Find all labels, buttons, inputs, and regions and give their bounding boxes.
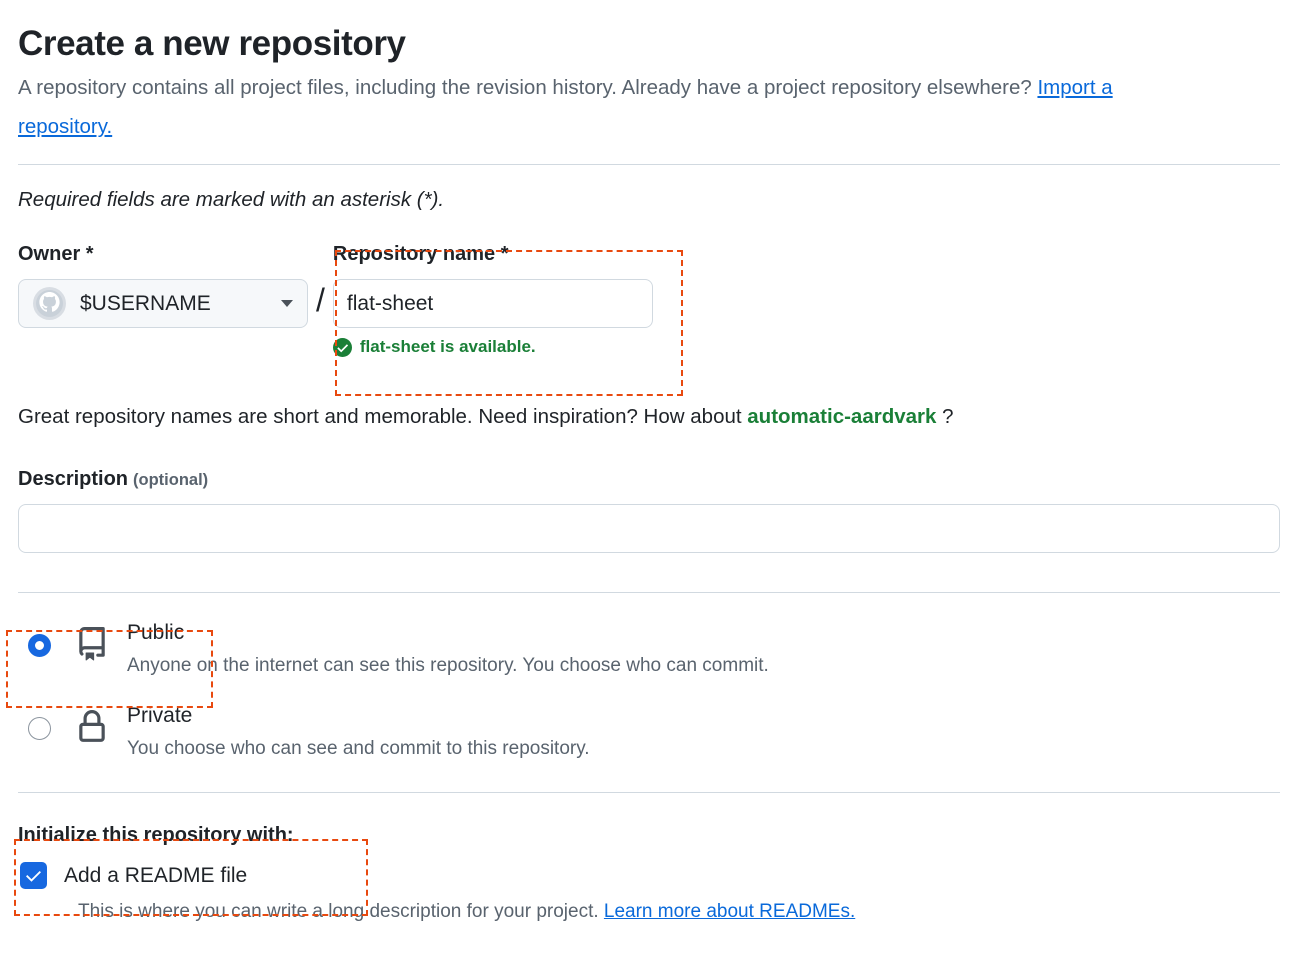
lock-icon xyxy=(75,710,109,749)
readme-checkbox-row[interactable]: Add a README file xyxy=(18,862,1280,890)
divider-description xyxy=(18,592,1280,594)
visibility-option-public[interactable]: Public Anyone on the internet can see th… xyxy=(18,619,1280,679)
visibility-private-title: Private xyxy=(127,704,193,728)
readme-description: This is where you can write a long descr… xyxy=(78,901,1280,923)
learn-more-readmes-link[interactable]: Learn more about READMEs. xyxy=(603,901,856,923)
visibility-private-description: You choose who can see and commit to thi… xyxy=(127,738,590,760)
owner-and-name-row: Owner * $USERNAME / Repository name * xyxy=(18,242,1280,357)
description-label-text: Description xyxy=(18,468,129,491)
description-optional-tag: (optional) xyxy=(133,471,209,490)
initialize-section-title: Initialize this repository with: xyxy=(18,824,294,847)
page-description: A repository contains all project files,… xyxy=(18,69,1208,147)
owner-value: $USERNAME xyxy=(80,291,211,315)
repository-name-label: Repository name * xyxy=(332,243,509,266)
checkbox-add-readme[interactable] xyxy=(20,862,47,890)
name-inspiration-line: Great repository names are short and mem… xyxy=(18,405,1280,429)
owner-select[interactable]: $USERNAME xyxy=(18,279,308,329)
repository-name-input[interactable] xyxy=(332,279,653,329)
page-description-text: A repository contains all project files,… xyxy=(18,76,1038,100)
check-circle-fill-icon xyxy=(332,337,352,357)
readme-checkbox-label: Add a README file xyxy=(64,863,248,887)
required-fields-note: Required fields are marked with an aster… xyxy=(18,188,445,212)
radio-private[interactable] xyxy=(28,717,51,741)
divider-visibility xyxy=(18,792,1280,794)
availability-text: flat-sheet is available. xyxy=(359,337,536,357)
owner-field: Owner * $USERNAME xyxy=(18,242,308,329)
page-title: Create a new repository xyxy=(18,24,406,63)
visibility-private-text: Private You choose who can see and commi… xyxy=(127,702,590,762)
radio-public[interactable] xyxy=(28,634,51,658)
visibility-option-private[interactable]: Private You choose who can see and commi… xyxy=(18,702,1280,762)
import-repository-link[interactable]: Import a repository. xyxy=(18,76,1113,139)
owner-label: Owner * xyxy=(18,243,94,266)
availability-status: flat-sheet is available. xyxy=(332,337,653,357)
github-mark-icon xyxy=(33,287,66,321)
visibility-public-title: Public xyxy=(127,621,185,645)
divider-header xyxy=(18,164,1280,166)
repository-name-field: Repository name * flat-sheet is availabl… xyxy=(332,242,653,357)
suggested-repository-name[interactable]: automatic-aardvark xyxy=(747,405,937,429)
description-input[interactable] xyxy=(18,504,1280,554)
owner-name-separator: / xyxy=(316,282,325,319)
description-label: Description(optional) xyxy=(18,468,1280,491)
repo-book-icon xyxy=(75,627,109,666)
inspiration-text-after: ? xyxy=(936,405,954,429)
chevron-down-icon xyxy=(281,300,293,308)
visibility-public-description: Anyone on the internet can see this repo… xyxy=(127,655,769,677)
inspiration-text-before: Great repository names are short and mem… xyxy=(18,405,748,429)
visibility-public-text: Public Anyone on the internet can see th… xyxy=(127,619,769,679)
readme-description-text: This is where you can write a long descr… xyxy=(78,901,604,923)
